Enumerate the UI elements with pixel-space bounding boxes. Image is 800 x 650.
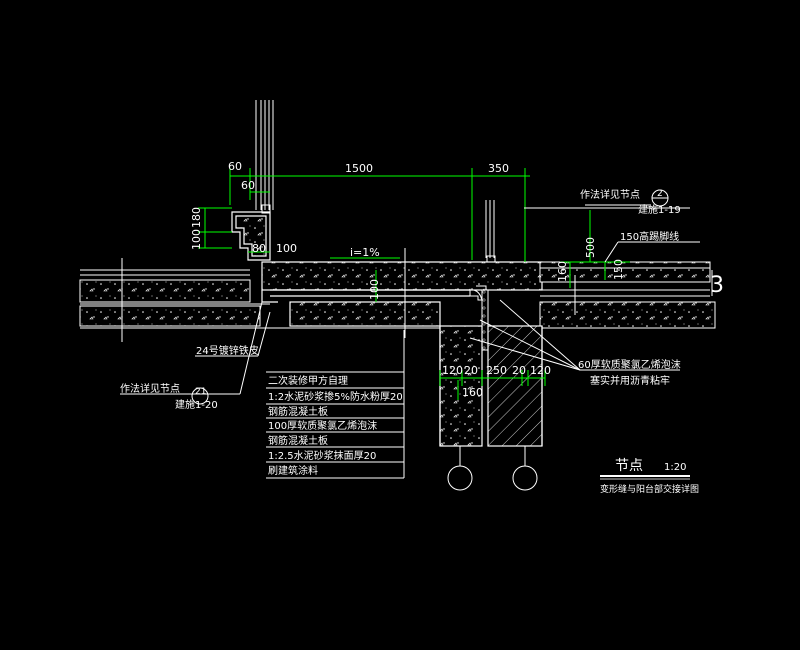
dim-80: 80: [252, 242, 266, 255]
dim-1500: 1500: [345, 162, 373, 175]
right-slab: [440, 261, 716, 329]
dim-60-inner: 60: [241, 179, 255, 192]
skirting-callout: 150高踢脚线: [604, 230, 700, 263]
title-scale: 1:20: [664, 462, 686, 473]
foam-note-line2: 塞实并用沥青粘牢: [590, 374, 670, 387]
dim-160-bottom: 160: [462, 386, 483, 399]
detail-ref-top-text: 作法详见节点: [580, 188, 640, 201]
dim-500: 500: [584, 237, 597, 258]
dim-120-a: 120: [442, 364, 463, 377]
balcony-slab: [261, 261, 543, 327]
axis-markers: [447, 446, 538, 491]
dim-350: 350: [488, 162, 509, 175]
layer-row-7: 刷建筑涂料: [268, 464, 318, 477]
dim-60-top: 60: [228, 160, 242, 173]
dim-100-slab: 100: [368, 279, 381, 300]
dim-100-right: 100: [276, 242, 297, 255]
dim-150: 150: [612, 259, 625, 280]
skirting-text: 150高踢脚线: [620, 230, 679, 243]
galvanized-callout: 24号镀锌铁皮: [195, 311, 271, 357]
axis-label: 3: [710, 273, 724, 298]
layer-row-3: 钢筋混凝土板: [268, 405, 328, 418]
galvanized-text: 24号镀锌铁皮: [196, 344, 259, 357]
detail-ref-left-sheet: 建施1-20: [175, 398, 218, 411]
dim-20-a: 20: [464, 364, 478, 377]
detail-ref-top: 作法详见节点 2 建施1-19: [524, 188, 690, 216]
layer-row-1: 二次装修甲方自理: [268, 374, 348, 387]
window-frame: [255, 100, 274, 214]
title-main: 节点: [615, 458, 643, 474]
layer-row-5: 钢筋混凝土板: [268, 434, 328, 447]
layer-row-2: 1:2水泥砂浆掺5%防水粉厚20: [268, 390, 403, 403]
dim-160-right: 160: [556, 261, 569, 282]
dim-250: 250: [486, 364, 507, 377]
parapet-detail: [231, 211, 271, 261]
dim-120-b: 120: [530, 364, 551, 377]
title-block: 节点 1:20 变形缝与阳台部交接详图: [600, 458, 699, 495]
detail-ref-left-num: 21: [195, 387, 206, 397]
layer-row-4: 100厚软质聚氯乙烯泡沫: [268, 419, 377, 432]
title-subtitle: 变形缝与阳台部交接详图: [600, 483, 699, 495]
layer-table: [266, 330, 405, 479]
dim-180: 180: [190, 207, 203, 228]
detail-ref-left-text: 作法详见节点: [120, 382, 180, 395]
foam-callout: 60厚软质聚氯乙烯泡沫 塞实并用沥青粘牢: [469, 299, 681, 387]
dim-100-left: 100: [190, 229, 203, 250]
detail-ref-left: 作法详见节点 21 建施1-20: [120, 301, 263, 411]
break-lines: [121, 248, 576, 342]
slope-label: i=1%: [350, 246, 380, 259]
layer-row-6: 1:2.5水泥砂浆抹面厚20: [268, 449, 376, 462]
detail-ref-top-sheet: 建施1-19: [638, 203, 681, 216]
dim-20-b: 20: [512, 364, 526, 377]
foam-note-line1: 60厚软质聚氯乙烯泡沫: [578, 358, 681, 371]
detail-ref-top-num: 2: [657, 189, 663, 199]
dimension-lines: [198, 168, 630, 400]
joint-foam: [469, 285, 489, 351]
door-frame: [485, 200, 496, 264]
